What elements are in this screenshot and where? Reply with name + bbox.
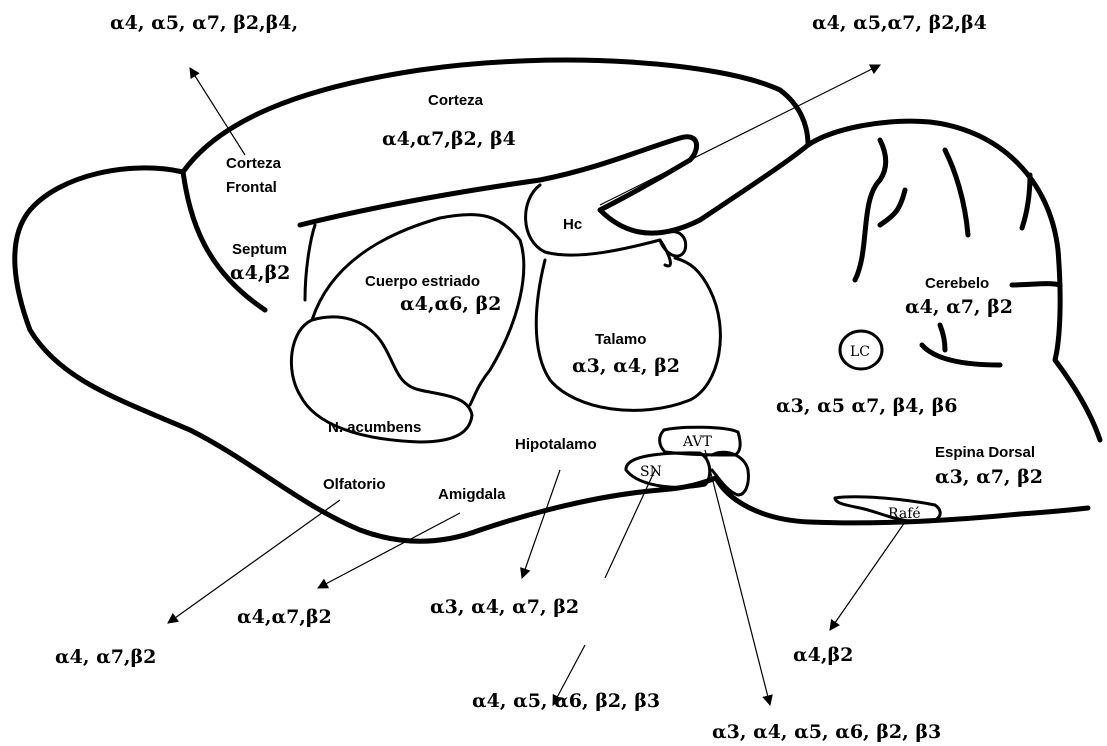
label-sn: SN [640,464,662,480]
brain-outline [15,168,1088,541]
callout-rafe: α4,β2 [793,644,853,666]
label-hc: Hc [563,216,582,233]
cerebellum-fold-5 [1012,284,1060,285]
subunits-septum: α4,β2 [230,262,290,284]
subunits-corteza: α4,α7,β2, β4 [382,128,516,150]
callout-sn: α4, α5, α6, β2, β3 [472,690,660,712]
arrow-to-hipotalamo [522,470,560,578]
label-corteza-frontal-1: Corteza [226,155,282,172]
callout-avt: α3, α4, α5, α6, β2, β3 [712,721,941,743]
label-septum: Septum [232,241,287,258]
label-lc: LC [850,344,870,360]
label-corteza-frontal-2: Frontal [226,179,277,196]
label-cuerpo-estriado: Cuerpo estriado [365,273,480,290]
callout-top-right: α4, α5,α7, β2,β4 [812,12,987,34]
subunits-brainstem: α3, α5 α7, β4, β6 [776,395,958,417]
label-talamo: Talamo [595,331,646,348]
cerebellum-fold-3 [945,150,968,235]
cerebellum-fold-7 [940,325,945,350]
subunits-cuerpo-estriado: α4,α6, β2 [400,293,501,315]
subunits-cerebelo: α4, α7, β2 [905,296,1013,318]
label-avt: AVT [682,434,713,450]
label-rafe: Rafé [888,506,921,522]
arrow-to-top-right [600,65,880,205]
label-corteza: Corteza [428,92,484,109]
label-olfatorio: Olfatorio [323,476,386,493]
cerebellum-fold-4 [1022,175,1030,228]
subunits-talamo: α3, α4, β2 [572,355,680,377]
label-espina-dorsal: Espina Dorsal [935,444,1035,461]
label-cerebelo: Cerebelo [925,275,989,292]
cerebellum-fold-2 [880,190,905,225]
label-n-acumbens: N. acumbens [328,419,421,436]
arrow-to-avt [705,450,770,705]
callout-top-left: α4, α5, α7, β2,β4, [110,12,298,34]
arrow-sn-upper [605,470,655,578]
label-amigdala: Amigdala [438,486,506,503]
callout-olfatorio: α4, α7,β2 [55,646,156,668]
septum-outline [305,225,315,300]
callout-amigdala: α4,α7,β2 [237,606,332,628]
subunits-espina-dorsal: α3, α7, β2 [935,466,1043,488]
avt-lobe [712,452,748,495]
label-hipotalamo: Hipotalamo [515,436,597,453]
cortex-lower-boundary [300,137,808,233]
arrow-to-rafe [830,522,905,630]
arrow-to-top-left [190,68,245,155]
callout-hipotalamo: α3, α4, α7, β2 [430,596,579,618]
cerebellum-fold-6 [922,345,1000,365]
cerebellum-fold-1 [855,140,886,280]
hc-outline [526,185,671,266]
arrow-to-olfatorio [168,500,340,623]
arrow-to-amigdala [318,513,460,588]
